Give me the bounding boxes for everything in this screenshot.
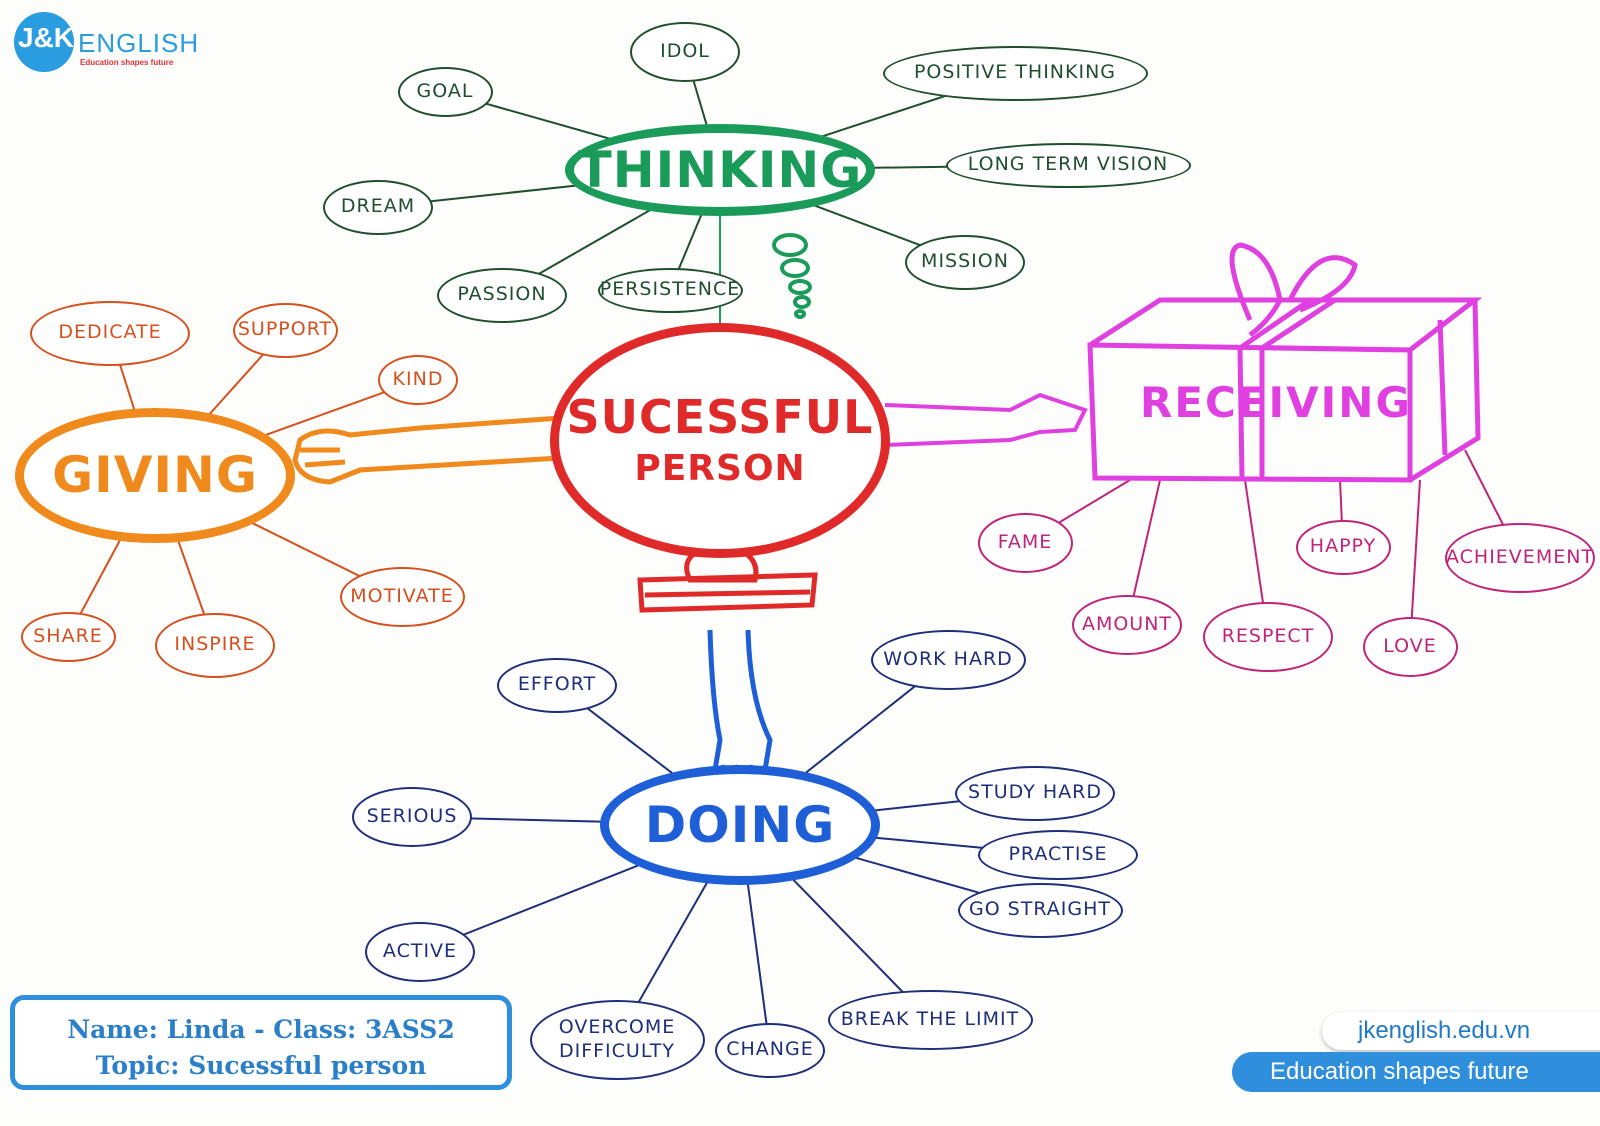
thinking-leaf-node: IDOL <box>630 22 740 82</box>
jk-english-logo: J&K ENGLISH Education shapes future <box>14 12 198 72</box>
logo-name: ENGLISH <box>78 28 200 58</box>
giving-leaf-node: DEDICATE <box>30 300 190 366</box>
giving-leaf-node: SHARE <box>20 612 116 662</box>
thinking-leaf-node: PASSION <box>437 267 567 323</box>
giving-leaf-node: SUPPORT <box>232 302 338 358</box>
doing-leaf-node: ACTIVE <box>365 922 475 982</box>
receiving-arm-illustration <box>884 392 1088 447</box>
logo-mark: J&K <box>18 22 75 53</box>
doing-hub: DOING <box>600 765 880 885</box>
thinking-leaf-node: POSITIVE THINKING <box>882 45 1148 101</box>
doing-leaf-node: WORK HARD <box>870 630 1026 690</box>
receiving-leaf-node: AMOUNT <box>1072 595 1182 655</box>
giving-hub: GIVING <box>15 407 295 543</box>
thinking-leaf-node: DREAM <box>323 179 433 235</box>
receiving-leaf-node: HAPPY <box>1295 519 1391 575</box>
footer-slogan: Education shapes future <box>1232 1052 1600 1092</box>
thought-bubbles <box>772 233 812 319</box>
receiving-leaf-node: FAME <box>977 513 1073 573</box>
doing-hand-illustration <box>707 629 773 781</box>
thinking-leaf-node: GOAL <box>397 67 493 117</box>
doing-leaf-node: OVERCOME DIFFICULTY <box>529 1000 705 1080</box>
giving-leaf-node: MOTIVATE <box>339 567 465 627</box>
receiving-leaf-node: RESPECT <box>1203 602 1333 672</box>
doing-leaf-node: SERIOUS <box>352 787 472 847</box>
student-name-class: Name: Linda - Class: 3ASS2 <box>67 1015 455 1044</box>
thinking-leaf-node: LONG TERM VISION <box>945 142 1191 188</box>
receiving-hub: RECEIVING <box>1140 378 1412 427</box>
thinking-leaf-node: MISSION <box>905 234 1025 290</box>
doing-leaf-node: GO STRAIGHT <box>957 882 1123 938</box>
logo-circle <box>14 12 74 72</box>
topic: Topic: Sucessful person <box>95 1051 427 1080</box>
thinking-leaf-node: persistence <box>597 267 743 313</box>
thinking-hub: THINKING <box>565 124 875 216</box>
giving-arm-illustration <box>292 415 561 485</box>
website-url[interactable]: jkenglish.edu.vn <box>1322 1012 1600 1050</box>
doing-leaf-node: EFFORT <box>497 657 617 713</box>
doing-leaf-node: STUDY HARD <box>955 765 1115 821</box>
center-title-line1: SUCESSFUL <box>566 389 874 444</box>
receiving-leaf-node: ACHIEVEMENT <box>1445 523 1595 593</box>
doing-leaf-node: CHANGE <box>715 1022 825 1078</box>
receiving-leaf-node: LOVE <box>1362 617 1458 677</box>
gift-box-illustration <box>1087 242 1483 483</box>
giving-leaf-node: INSPIRE <box>155 612 275 678</box>
student-info-box: Name: Linda - Class: 3ASS2 Topic: Sucess… <box>10 995 512 1090</box>
center-title-line2: PERSON <box>634 448 806 490</box>
giving-leaf-node: KIND <box>378 355 458 405</box>
doing-leaf-node: BREAK THE LIMIT <box>827 990 1033 1050</box>
doing-leaf-node: Practise <box>978 830 1138 880</box>
logo-tagline: Education shapes future <box>80 58 174 67</box>
